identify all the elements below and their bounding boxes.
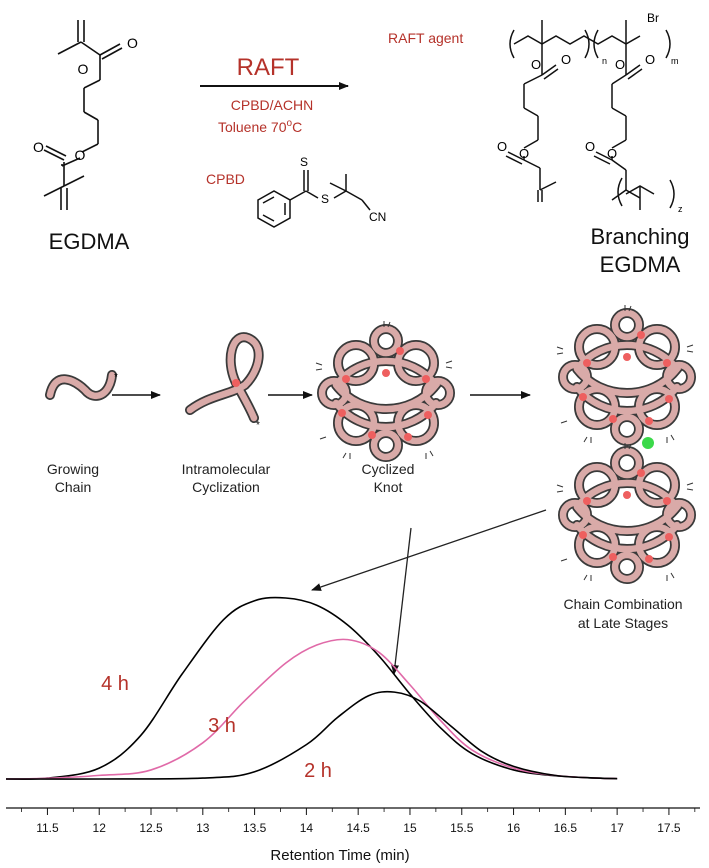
growing-chain-illustration: *	[45, 370, 118, 401]
series-line-4h	[5, 596, 618, 780]
series-line-3h	[5, 638, 618, 780]
x-tick-label: 17.5	[657, 821, 681, 835]
stage-3-line2: Knot	[374, 479, 403, 495]
x-tick-label: 14	[300, 821, 314, 835]
series-label-layer: 4 h 3 h 2 h	[101, 673, 332, 782]
egdma-oxygen-4: O	[33, 139, 44, 155]
product-oxygen-g: O	[607, 146, 617, 161]
product-oxygen-h: O	[585, 139, 595, 154]
product-subscript-z: z	[678, 204, 683, 214]
cpbd-structure	[257, 170, 371, 228]
product-oxygen-e: O	[519, 146, 529, 161]
combination-line1: Chain Combination	[563, 596, 682, 612]
mechanism-scheme: * * Growing Chain Intramolecular Cycliza…	[45, 305, 693, 675]
product-name-line2: EGDMA	[600, 252, 681, 277]
x-tick-label: 15.5	[450, 821, 474, 835]
combined-knot-top	[557, 305, 693, 443]
sec-chromatogram: 11.5 12 12.5 13 13.5 14 14.5 15 15.5 16 16.5 17 17.5…	[5, 596, 700, 864]
stage-2-line2: Cyclization	[192, 479, 260, 495]
product-end-group: RAFT agent	[388, 30, 463, 46]
stage-1-line2: Chain	[55, 479, 92, 495]
conditions-unit: C	[292, 119, 302, 135]
stage-labels: Growing Chain Intramolecular Cyclization…	[47, 461, 683, 631]
product-subscript-m: m	[671, 56, 679, 66]
series-label-4h: 4 h	[101, 673, 129, 695]
x-tick-label: 15	[403, 821, 417, 835]
cta-sulfur-thioether: S	[321, 192, 329, 206]
egdma-structure	[43, 20, 123, 210]
product-oxygen-b: O	[561, 52, 571, 67]
egdma-oxygen-2: O	[127, 35, 138, 51]
combined-knot-bottom	[557, 443, 693, 581]
cyclized-knot-illustration	[316, 321, 452, 459]
x-tick-label: 16	[507, 821, 521, 835]
pointer-arrow-to-4h	[311, 509, 547, 591]
product-name-line1: Branching	[590, 224, 689, 249]
x-tick-label: 13	[196, 821, 210, 835]
stage-2-line1: Intramolecular	[182, 461, 271, 477]
x-tick-layer: 11.5 12 12.5 13 13.5 14 14.5 15 15.5 16 16.5 17 17.5	[21, 808, 696, 835]
monomer-label: EGDMA	[49, 229, 130, 254]
egdma-oxygen-3: O	[75, 147, 86, 163]
radical-marker-2: *	[256, 420, 260, 431]
x-tick-label: 14.5	[346, 821, 370, 835]
x-tick-label: 13.5	[243, 821, 267, 835]
x-tick-label: 11.5	[36, 821, 59, 835]
series-label-2h: 2 h	[304, 760, 332, 782]
x-tick-label: 17	[610, 821, 624, 835]
conditions-temperature: Toluene 70oC	[218, 118, 302, 135]
egdma-oxygen-1: O	[78, 61, 89, 77]
series-layer	[5, 596, 618, 780]
stage-1-line1: Growing	[47, 461, 99, 477]
reaction-scheme: O O O O EGDMA RAFT CPBD/ACHN Toluene 70o…	[33, 11, 690, 277]
pointer-arrow-to-2h	[391, 527, 412, 675]
product-subscript-n: n	[602, 56, 607, 66]
x-tick-label: 16.5	[554, 821, 578, 835]
cta-nitrile: CN	[369, 210, 386, 224]
chain-combination-link	[642, 437, 654, 449]
series-line-2h	[5, 690, 618, 780]
product-structure	[505, 20, 675, 210]
series-label-3h: 3 h	[208, 715, 236, 737]
product-oxygen-a: O	[531, 57, 541, 72]
cta-label: CPBD	[206, 171, 245, 187]
cyclization-illustration: *	[185, 332, 264, 431]
conditions-degree: o	[287, 118, 293, 129]
x-axis-title: Retention Time (min)	[270, 847, 409, 864]
radical-marker: *	[114, 372, 118, 383]
reaction-arrow-label: RAFT	[237, 54, 300, 81]
stage-3-line1: Cyclized	[362, 461, 415, 477]
cta-sulfur-thione: S	[300, 155, 308, 169]
conditions-temp-value: Toluene 70	[218, 119, 287, 135]
crosslink-node	[232, 379, 240, 387]
x-tick-label: 12	[93, 821, 107, 835]
x-tick-label: 12.5	[139, 821, 163, 835]
product-oxygen-f: O	[497, 139, 507, 154]
product-oxygen-c: O	[615, 57, 625, 72]
combination-line2: at Late Stages	[578, 615, 668, 631]
product-oxygen-d: O	[645, 52, 655, 67]
product-bromine: Br	[647, 11, 659, 25]
conditions-catalyst: CPBD/ACHN	[231, 97, 313, 113]
